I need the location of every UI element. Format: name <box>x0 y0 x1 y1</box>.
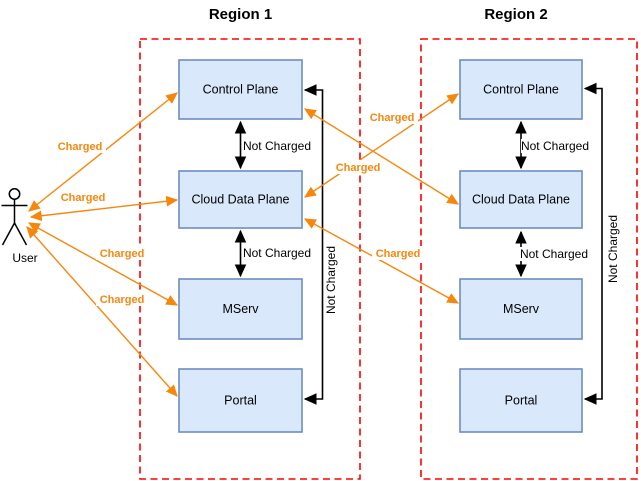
region2-boundary <box>420 38 638 480</box>
edge-user-r1-portal <box>26 226 178 397</box>
node-r2-control-plane: Control Plane <box>459 59 583 120</box>
edge-r1-controlplane-portal <box>303 84 324 405</box>
edge-label-notcharged-r2-cdp-mserv: Not Charged <box>520 247 590 261</box>
region2-title: Region 2 <box>484 6 547 23</box>
node-label: Control Plane <box>203 83 279 97</box>
user-actor-head <box>8 188 21 200</box>
svg-text:Not Charged: Not Charged <box>606 215 620 283</box>
node-r2-cloud-data-plane: Cloud Data Plane <box>459 170 583 229</box>
user-actor: User <box>1 188 38 265</box>
svg-text:Charged: Charged <box>61 192 106 204</box>
svg-text:Not Charged: Not Charged <box>521 139 589 153</box>
edge-r1-clouddataplane-r2-controlplane <box>304 93 459 198</box>
node-label: Portal <box>505 394 538 408</box>
region1-title: Region 1 <box>209 6 272 23</box>
edge-label-charged-r1cdp-r2cp: Charged <box>366 110 418 124</box>
svg-text:Not Charged: Not Charged <box>520 247 588 261</box>
svg-text:Not Charged: Not Charged <box>243 246 311 260</box>
svg-text:Charged: Charged <box>100 248 145 260</box>
user-actor-label: User <box>12 251 37 265</box>
edge-label-notcharged-r1-cdp-mserv: Not Charged <box>243 246 313 260</box>
svg-text:Charged: Charged <box>370 112 415 124</box>
edge-label-charged-user-portal: Charged <box>96 292 148 306</box>
node-label: MServ <box>503 302 540 316</box>
node-label: Portal <box>224 394 257 408</box>
svg-text:Charged: Charged <box>376 248 421 260</box>
edge-label-charged-user-controlplane: Charged <box>54 139 106 153</box>
edge-label-charged-r1cdp-r2mserv: Charged <box>372 246 424 260</box>
edge-user-r1-clouddataplane <box>29 195 179 222</box>
edge-r1-controlplane-r2-clouddataplane <box>303 108 460 205</box>
node-label: Control Plane <box>483 83 559 97</box>
node-r2-mserv: MServ <box>459 278 583 340</box>
node-r1-control-plane: Control Plane <box>178 59 303 120</box>
svg-text:Charged: Charged <box>100 294 145 306</box>
node-r2-portal: Portal <box>459 368 583 433</box>
edge-label-charged-r1cp-r2cdp: Charged <box>332 160 384 174</box>
node-label: Cloud Data Plane <box>192 193 290 207</box>
edge-label-notcharged-r2-cp-cdp: Not Charged <box>521 139 591 153</box>
edge-label-notcharged-r1-cp-cdp: Not Charged <box>243 139 313 153</box>
svg-text:Charged: Charged <box>58 141 103 153</box>
node-r1-cloud-data-plane: Cloud Data Plane <box>178 170 303 229</box>
svg-text:Not Charged: Not Charged <box>324 246 338 314</box>
edge-label-charged-user-clouddataplane: Charged <box>57 190 109 204</box>
svg-text:Not Charged: Not Charged <box>243 139 311 153</box>
edge-label-charged-user-mserv: Charged <box>96 246 148 260</box>
edge-label-notcharged-r1-cp-portal: Not Charged <box>324 246 338 314</box>
svg-text:Charged: Charged <box>336 162 381 174</box>
edge-r1-clouddataplane-r2-mserv <box>303 218 460 304</box>
node-r1-portal: Portal <box>178 368 303 433</box>
node-label: MServ <box>222 302 259 316</box>
edge-label-notcharged-r2-cp-portal: Not Charged <box>606 215 620 283</box>
edge-r2-controlplane-portal <box>583 82 603 405</box>
node-label: Cloud Data Plane <box>472 193 570 207</box>
node-r1-mserv: MServ <box>178 278 303 340</box>
